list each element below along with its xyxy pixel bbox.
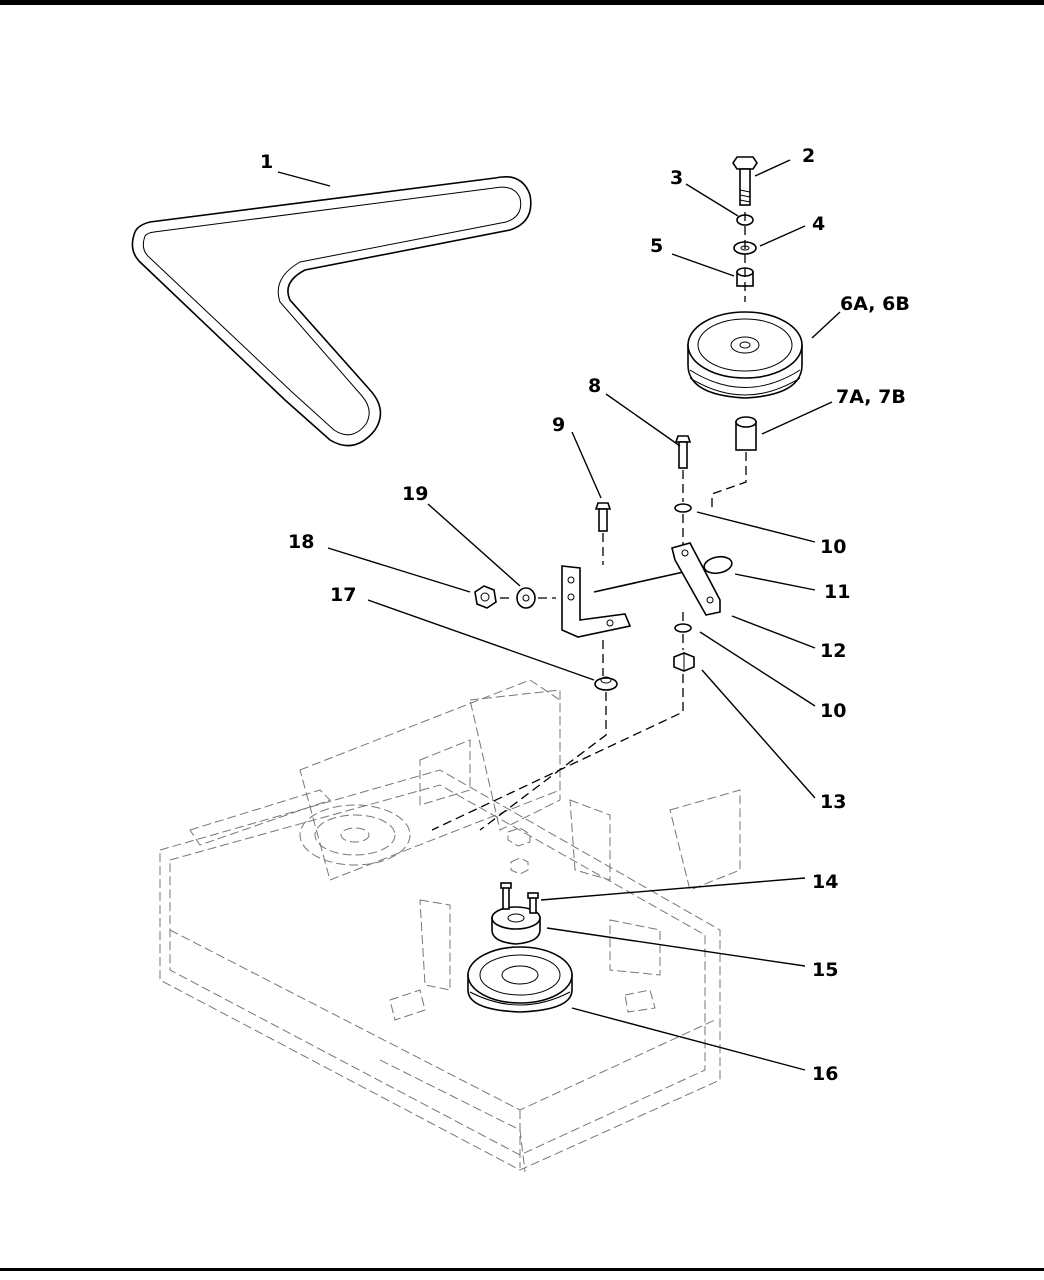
- callout-4: 4: [812, 213, 825, 235]
- callout-11: 11: [824, 581, 850, 603]
- bottom-rule: [0, 1268, 1044, 1271]
- callout-5: 5: [650, 235, 663, 257]
- hub-part-15: [491, 906, 541, 945]
- assembly-axes: [431, 212, 747, 831]
- callout-6a-6b: 6A, 6B: [840, 293, 910, 315]
- idler-pulley-part-6: [687, 311, 803, 399]
- leader-lines: [277, 159, 841, 1071]
- bushing-part-7: [735, 416, 757, 451]
- callout-1: 1: [260, 151, 273, 173]
- callout-16: 16: [812, 1063, 838, 1085]
- callout-15: 15: [812, 959, 838, 981]
- callout-19: 19: [402, 483, 428, 505]
- lock-nut-part-18: [474, 585, 497, 609]
- callout-10-upper: 10: [820, 536, 846, 558]
- callout-7a-7b: 7A, 7B: [836, 386, 906, 408]
- callout-14: 14: [812, 871, 838, 893]
- callout-3: 3: [670, 167, 683, 189]
- deck-spindle-nut: [507, 827, 531, 875]
- washer-part-19: [516, 587, 536, 609]
- idler-arm-part-12: [671, 542, 721, 616]
- drive-pulley-part-16: [467, 946, 573, 1013]
- callout-13: 13: [820, 791, 846, 813]
- top-rule: [0, 0, 1044, 5]
- bolts-part-14: [500, 882, 539, 914]
- callout-9: 9: [552, 414, 565, 436]
- callout-10-lower: 10: [820, 700, 846, 722]
- washer-part-10-upper: [674, 503, 692, 513]
- washer-part-10-lower: [674, 623, 692, 633]
- callout-2: 2: [802, 145, 815, 167]
- callout-labels: 1 2 3 4 5 6A, 6B 7A, 7B 8 9 10 11 12 10 …: [260, 145, 910, 1085]
- mower-deck-outline: [159, 679, 741, 1173]
- hex-nut-part-13: [673, 652, 695, 672]
- mounting-bracket: [561, 565, 632, 638]
- callout-8: 8: [588, 375, 601, 397]
- belt-part-1: [131, 176, 532, 447]
- flange-nut-part-17: [594, 676, 618, 691]
- callout-17: 17: [330, 584, 356, 606]
- callout-18: 18: [288, 531, 314, 553]
- bolt-part-2: [732, 156, 758, 206]
- bolt-part-8: [674, 435, 692, 469]
- bolt-part-9: [594, 502, 612, 532]
- callout-12: 12: [820, 640, 846, 662]
